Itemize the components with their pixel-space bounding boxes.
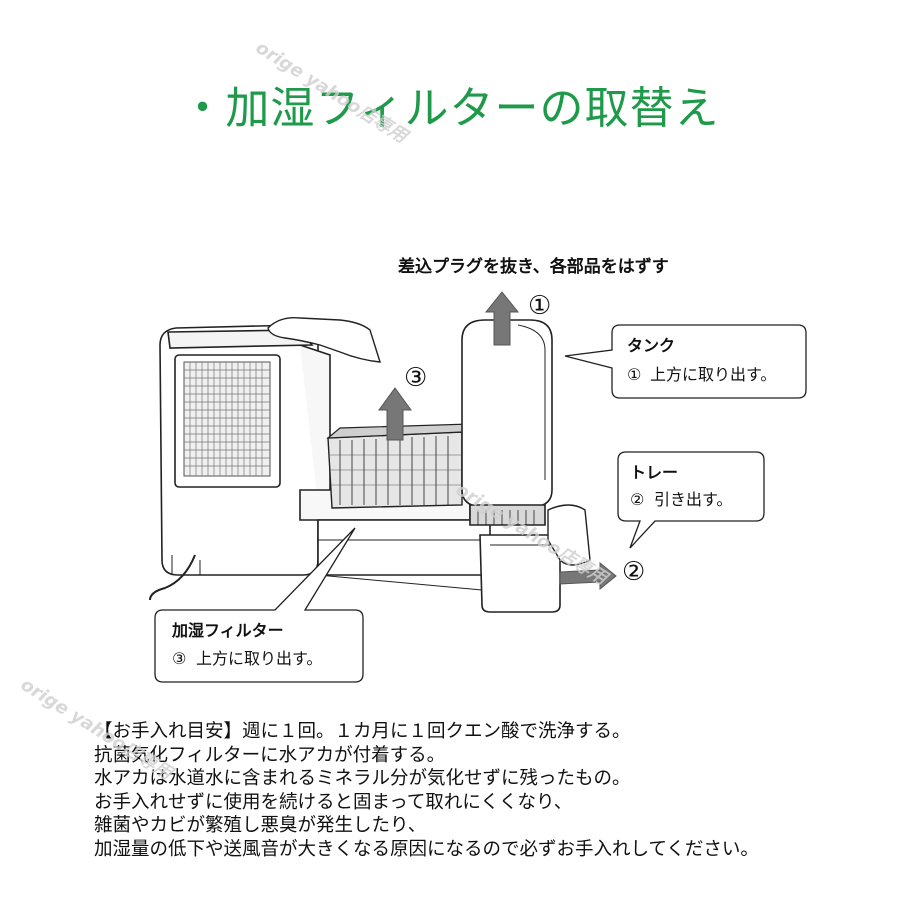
callout-tank-text: 上方に取り出す。 (650, 365, 776, 384)
callout-tank-title: タンク (627, 336, 675, 355)
hand-tray-illustration (547, 504, 591, 566)
callout-filter-marker: ③ (172, 649, 186, 668)
hand-illustration (267, 317, 381, 363)
note-line: 加湿量の低下や送風音が大きくなる原因になるので必ずお手入れしてください。 (94, 838, 759, 860)
callout-tank: タンク ① 上方に取り出す。 (564, 324, 807, 399)
arrow-up-tank (484, 291, 520, 346)
callout-tray-text: 引き出す。 (654, 490, 732, 509)
air-grille (184, 362, 270, 476)
note-line: 抗菌気化フィルターに水アカが付着する。 (94, 744, 446, 766)
filter-replacement-diagram: 差込プラグを抜き、各部品をはずす ① ③ ② タンク ① 上方に取り出す。 トレ… (149, 256, 807, 683)
maintenance-note: 【お手入れ目安】週に１回。１カ月に１回クエン酸で洗浄する。 抗菌気化フィルターに… (94, 720, 884, 861)
note-line: お手入れせずに使用を続けると固まって取れにくくなり、 (94, 791, 573, 813)
arrow-tray-pull (559, 561, 617, 591)
instruction-text: 差込プラグを抜き、各部品をはずす (398, 256, 669, 277)
marker-3: ③ (404, 363, 427, 393)
page-title: ・加湿フィルターの取替え (180, 83, 720, 134)
callout-tray-title: トレー (630, 463, 678, 482)
water-tank (461, 319, 553, 526)
marker-1: ① (528, 291, 551, 321)
callout-filter: 加湿フィルター ③ 上方に取り出す。 (154, 527, 364, 683)
marker-2: ② (622, 557, 645, 587)
callout-filter-title: 加湿フィルター (171, 621, 284, 640)
callout-filter-text: 上方に取り出す。 (196, 649, 322, 668)
callout-tank-marker: ① (627, 365, 641, 384)
callout-tray: トレー ② 引き出す。 (617, 451, 765, 549)
note-line: 水アカは水道水に含まれるミネラル分が気化せずに残ったもの。 (94, 768, 631, 789)
arrow-up-filter (378, 387, 412, 441)
callout-tray-marker: ② (630, 490, 644, 509)
power-cord (149, 554, 196, 601)
note-line: 【お手入れ目安】週に１回。１カ月に１回クエン酸で洗浄する。 (94, 721, 631, 742)
note-line: 雑菌やカビが繁殖し悪臭が発生したり、 (94, 815, 427, 836)
